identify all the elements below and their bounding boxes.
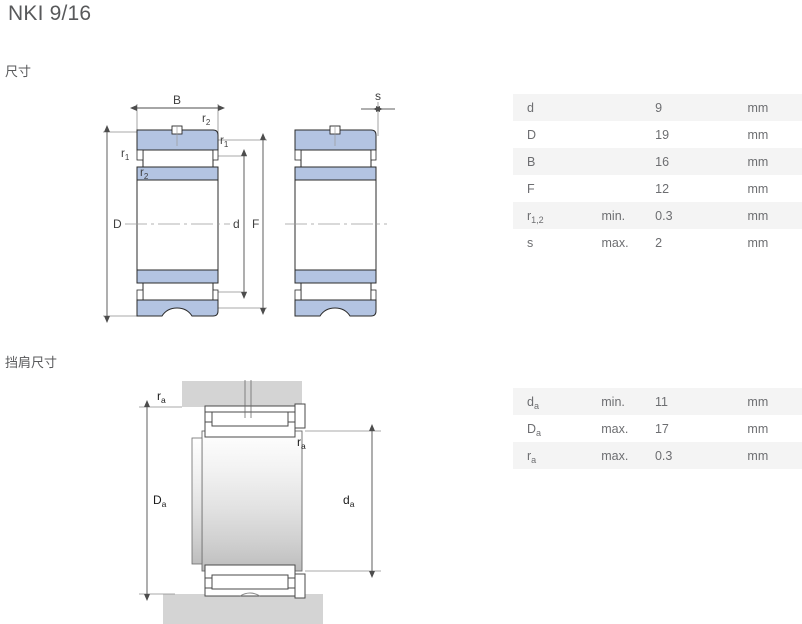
dimension-D: D [104, 125, 122, 323]
label-r1-right: r1 [220, 135, 229, 149]
dimension-s: s [361, 89, 395, 136]
radius-labels-left: r2 r1 r1 r2 [121, 113, 229, 181]
abutment-qualifier: max. [601, 421, 629, 436]
dimension-qualifier [602, 94, 656, 121]
label-ra-top-left: ra [157, 389, 166, 405]
bearing-cross-section-drawing: B [95, 84, 425, 339]
housing-blocks [163, 381, 323, 624]
dimension-label-F: F [252, 217, 259, 231]
dimension-symbol: d [527, 100, 534, 115]
table-row: s max. 2 mm [513, 229, 802, 256]
abutment-qualifier: min. [601, 394, 625, 409]
bearing-outline-bottom [204, 564, 306, 599]
table-row: Da max. 17 mm [513, 415, 802, 442]
dimension-Da: Da [139, 400, 182, 601]
shaft-step [191, 437, 203, 565]
dimension-symbol: s [527, 235, 534, 250]
dimension-qualifier: max. [601, 235, 629, 250]
abutment-symbol: da [527, 394, 539, 411]
dimension-label-s: s [375, 89, 381, 103]
abutment-unit: mm [747, 448, 769, 463]
dimension-value: 19 [655, 127, 670, 142]
dimension-qualifier: min. [601, 208, 626, 223]
dimension-F: F [252, 133, 266, 315]
housing-block-top [182, 381, 302, 407]
housing-block-bottom [163, 594, 323, 624]
table-row: da min. 11 mm [513, 388, 802, 415]
table-row: ra max. 0.3 mm [513, 442, 802, 469]
dimension-value: 0.3 [655, 208, 673, 223]
dimension-value: 2 [655, 235, 663, 250]
dimension-label-B: B [173, 93, 181, 107]
abutment-radius-labels: ra ra [157, 389, 306, 451]
dimension-value: 12 [655, 181, 670, 196]
shaft-body [201, 430, 303, 572]
table-row: D 19 mm [513, 121, 802, 148]
label-r2-top: r2 [202, 113, 211, 127]
dimension-label-Da: Da [153, 493, 167, 509]
label-r1-left: r1 [121, 148, 130, 162]
dimension-symbol: B [527, 154, 536, 169]
abutment-unit: mm [747, 394, 769, 409]
dimension-unit: mm [747, 235, 769, 250]
dimension-symbol: F [527, 181, 535, 196]
abutment-symbol: Da [527, 421, 542, 438]
table-row: r1,2 min. 0.3 mm [513, 202, 802, 229]
dimension-qualifier [602, 148, 656, 175]
dimension-label-D: D [113, 217, 122, 231]
dimension-qualifier [602, 175, 656, 202]
dimension-symbol: r1,2 [527, 208, 544, 225]
abutment-drawing-svg: ra ra Da da [139, 380, 381, 624]
abutment-unit: mm [747, 421, 769, 436]
abutment-section-heading: 挡肩尺寸 [5, 355, 58, 370]
dimension-symbol: D [527, 127, 537, 142]
abutment-value: 11 [654, 394, 668, 409]
dimension-qualifier [602, 121, 656, 148]
abutment-value: 0.3 [654, 448, 673, 463]
dimension-label-da: da [343, 493, 355, 509]
dimension-label-d: d [233, 217, 240, 231]
dimension-d: d [233, 149, 247, 299]
table-row: B 16 mm [513, 148, 802, 175]
abutment-dimensions-drawing: ra ra Da da [135, 378, 385, 624]
bearing-drawing-svg: B [103, 89, 395, 323]
dimension-value: 16 [655, 154, 670, 169]
dimension-value: 9 [655, 100, 663, 115]
page-title: NKI 9/16 [8, 2, 92, 25]
bearing-right-view [285, 125, 387, 317]
dimension-unit: mm [747, 154, 769, 169]
dimension-unit: mm [747, 127, 769, 142]
bearing-left-view [125, 125, 230, 317]
dimension-B: B [130, 93, 225, 111]
abutment-value: 17 [654, 421, 669, 436]
table-row: d 9 mm [513, 94, 802, 121]
label-r2-left: r2 [140, 167, 149, 181]
dimension-unit: mm [747, 181, 769, 196]
abutment-qualifier: max. [601, 448, 629, 463]
table-row: F 12 mm [513, 175, 802, 202]
dimension-da: da [305, 424, 381, 578]
abutment-symbol: ra [527, 448, 537, 465]
dimension-unit: mm [747, 208, 769, 223]
label-ra-right: ra [297, 435, 306, 451]
dimension-unit: mm [747, 100, 769, 115]
dimensions-section-heading: 尺寸 [5, 64, 32, 79]
bearing-outline-top [204, 403, 306, 438]
